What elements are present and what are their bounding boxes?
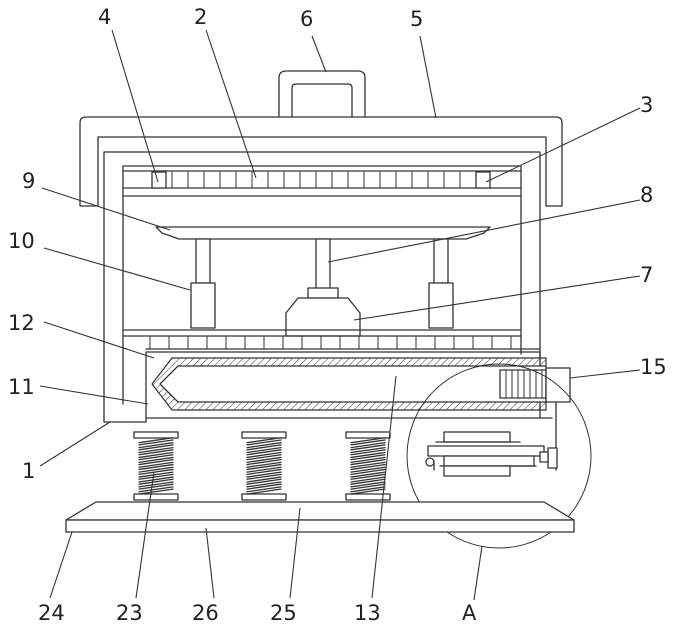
- label-26: 26: [192, 601, 219, 625]
- label-15: 15: [640, 355, 667, 379]
- base-plate: [66, 502, 574, 532]
- label-11: 11: [8, 375, 35, 399]
- label-1: 1: [22, 459, 35, 483]
- label-2: 2: [194, 5, 207, 29]
- label-10: 10: [8, 229, 35, 253]
- label-5: 5: [410, 7, 423, 31]
- left-cylinder: [191, 239, 215, 328]
- left-bracket: [152, 172, 166, 188]
- drawer: [152, 358, 546, 410]
- rack-teeth: [172, 171, 460, 188]
- label-7: 7: [640, 263, 653, 287]
- motor: [286, 288, 360, 336]
- label-25: 25: [270, 601, 297, 625]
- label-9: 9: [22, 169, 35, 193]
- upper-plate: [156, 227, 490, 239]
- label-8: 8: [640, 183, 653, 207]
- handle: [279, 71, 365, 118]
- top-rack: [123, 171, 521, 196]
- spring-left: [134, 432, 178, 500]
- label-12: 12: [8, 311, 35, 335]
- label-6: 6: [300, 7, 313, 31]
- label-24: 24: [38, 601, 65, 625]
- label-13: 13: [354, 601, 381, 625]
- right-cylinder: [429, 239, 453, 328]
- label-4: 4: [98, 5, 111, 29]
- lock-mechanism: [426, 432, 548, 476]
- label-A: A: [462, 601, 477, 625]
- lower-rack-teeth: [150, 336, 511, 349]
- label-23: 23: [116, 601, 143, 625]
- spring-center: [242, 432, 286, 500]
- center-rod: [316, 239, 330, 289]
- label-3: 3: [640, 93, 653, 117]
- right-bracket: [476, 172, 490, 188]
